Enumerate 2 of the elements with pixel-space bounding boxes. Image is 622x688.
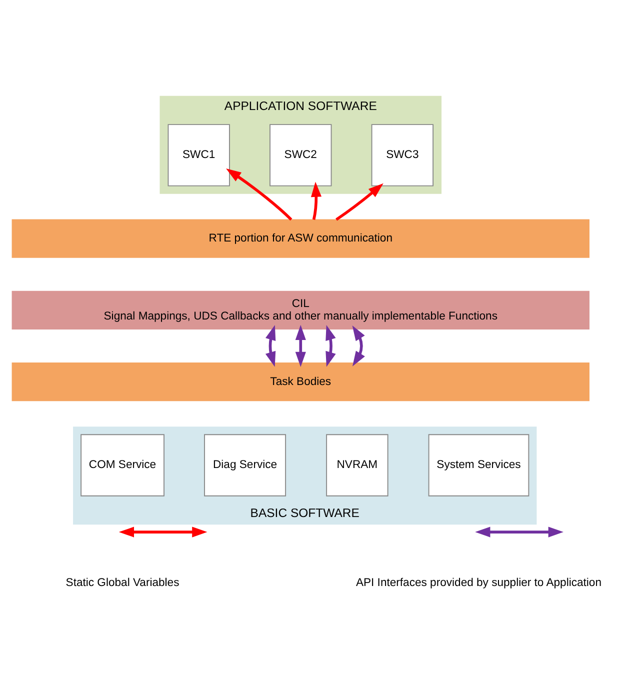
legend-label: API Interfaces provided by supplier to Application — [356, 576, 602, 589]
legend-label: Static Global Variables — [66, 576, 180, 589]
